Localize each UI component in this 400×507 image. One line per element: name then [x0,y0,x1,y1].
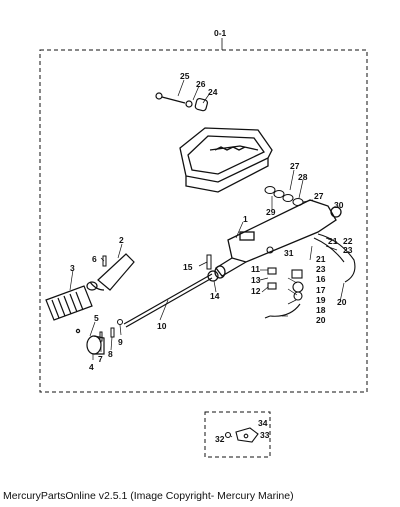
callout-16: 16 [316,274,326,284]
callout-29: 29 [266,207,276,217]
throttle-shaft-drawing [123,270,219,328]
callout-32: 32 [215,434,225,444]
callout-25: 25 [180,71,190,81]
callout-11: 11 [251,264,260,274]
callout-15: 15 [183,262,193,272]
callout-13: 13 [251,275,261,285]
callout-26: 26 [196,79,206,89]
screw-15-drawing [206,254,212,270]
callout-6: 6 [92,254,97,264]
callout-5: 5 [94,313,99,323]
leader-lines [69,79,345,438]
washers-drawing [264,186,304,206]
assembly-frame [39,49,368,458]
callout-21b: 21 [328,236,338,246]
callout-34: 34 [258,418,268,428]
callout-23a: 23 [343,245,353,255]
callout-2: 2 [119,235,124,245]
callout-17: 17 [316,285,326,295]
callout-8: 8 [108,349,113,359]
callout-20b: 20 [316,315,326,325]
callout-24: 24 [208,87,218,97]
callout-23b: 23 [316,264,326,274]
small-hardware-drawing [99,255,123,342]
tiller-bracket-drawing [179,127,273,193]
copyright-caption: MercuryPartsOnline v2.5.1 (Image Copyrig… [3,490,294,502]
callout-31: 31 [284,248,294,258]
callout-3: 3 [70,263,75,273]
callout-33: 33 [260,430,270,440]
throttle-grip-drawing [86,253,135,291]
callout-21a: 21 [316,254,326,264]
callout-22: 22 [343,236,353,246]
bolt-25-drawing [155,92,209,112]
callout-27a: 27 [290,161,300,171]
callout-20a: 20 [337,297,347,307]
callout-10: 10 [157,321,167,331]
throttle-cam-drawing [264,233,356,319]
callout-1: 1 [243,214,248,224]
callout-9: 9 [118,337,123,347]
callout-27b: 27 [314,191,324,201]
callout-28: 28 [298,172,308,182]
callout-18: 18 [316,305,326,315]
kit-part-drawing [224,427,259,443]
callout-4: 4 [89,362,94,372]
callout-14: 14 [210,291,220,301]
callout-30: 30 [334,200,344,210]
callout-labels: 1 2 3 4 5 6 7 8 9 10 11 12 13 14 15 16 1… [70,71,353,444]
callout-12: 12 [251,286,261,296]
callout-7: 7 [98,354,103,364]
assembly-label: 0-1 [214,28,227,38]
callout-19: 19 [316,295,326,305]
grip-sleeve-drawing [45,285,93,321]
